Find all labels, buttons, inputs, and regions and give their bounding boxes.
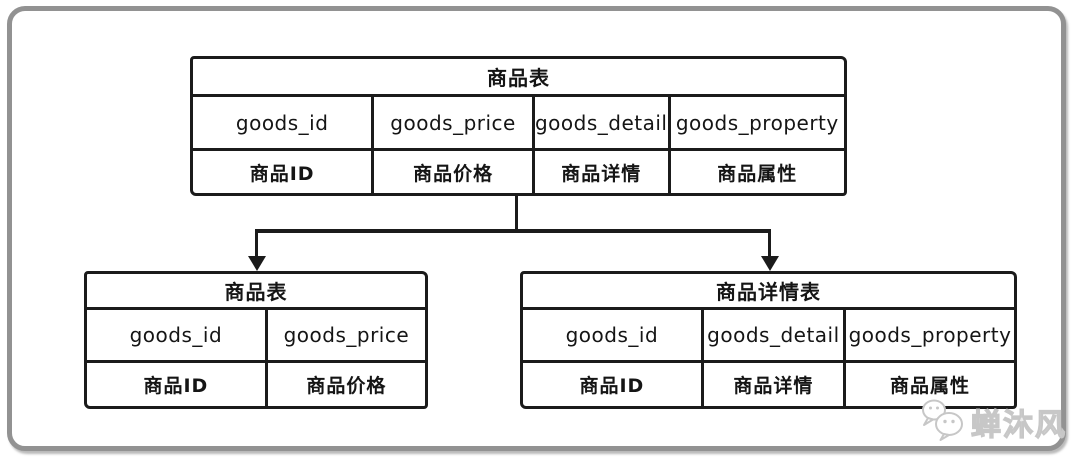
table-goods-detail-split: 商品详情表 goods_id goods_detail goods_proper… <box>520 271 1017 409</box>
arrowhead-left-icon <box>248 256 266 271</box>
label-cell: 商品属性 <box>717 162 798 185</box>
table-title: 商品详情表 <box>523 274 1014 310</box>
field-row: goods_id goods_price <box>87 310 425 363</box>
connector-drop-right <box>768 229 771 258</box>
label-cell: 商品ID <box>87 363 268 406</box>
field-cell: goods_price <box>283 323 410 347</box>
table-goods-main: 商品表 goods_id goods_price goods_detail go… <box>190 56 847 196</box>
label-cell: 商品ID <box>193 151 375 193</box>
field-cell: goods_property <box>675 110 839 135</box>
table-goods-split: 商品表 goods_id goods_price 商品ID 商品价格 <box>84 271 428 409</box>
connector-stem <box>515 195 518 232</box>
table-title: 商品表 <box>193 59 844 97</box>
arrowhead-right-icon <box>761 256 779 271</box>
field-row: goods_id goods_price goods_detail goods_… <box>193 97 844 151</box>
field-cell: goods_price <box>374 97 535 148</box>
field-cell: goods_detail <box>704 310 847 360</box>
label-row: 商品ID 商品价格 商品详情 商品属性 <box>193 151 844 193</box>
label-cell: 商品详情 <box>535 151 671 193</box>
field-cell: goods_id <box>193 97 375 148</box>
connector-drop-left <box>255 229 258 258</box>
watermark: 蝉沐风 <box>918 398 1067 446</box>
label-cell: 商品价格 <box>306 375 387 397</box>
label-cell: 商品详情 <box>704 363 847 406</box>
table-title: 商品表 <box>87 274 425 310</box>
connector-crossbar <box>255 229 771 233</box>
label-cell: 商品价格 <box>374 151 535 193</box>
field-cell: goods_detail <box>535 97 671 148</box>
label-cell: 商品属性 <box>890 375 971 397</box>
label-row: 商品ID 商品详情 商品属性 <box>523 363 1014 406</box>
label-row: 商品ID 商品价格 <box>87 363 425 406</box>
field-cell: goods_id <box>87 310 268 360</box>
field-row: goods_id goods_detail goods_property <box>523 310 1014 363</box>
wechat-icon <box>918 398 968 446</box>
field-cell: goods_id <box>523 310 704 360</box>
watermark-text: 蝉沐风 <box>970 407 1067 443</box>
label-cell: 商品ID <box>523 363 704 406</box>
field-cell: goods_property <box>848 323 1012 347</box>
